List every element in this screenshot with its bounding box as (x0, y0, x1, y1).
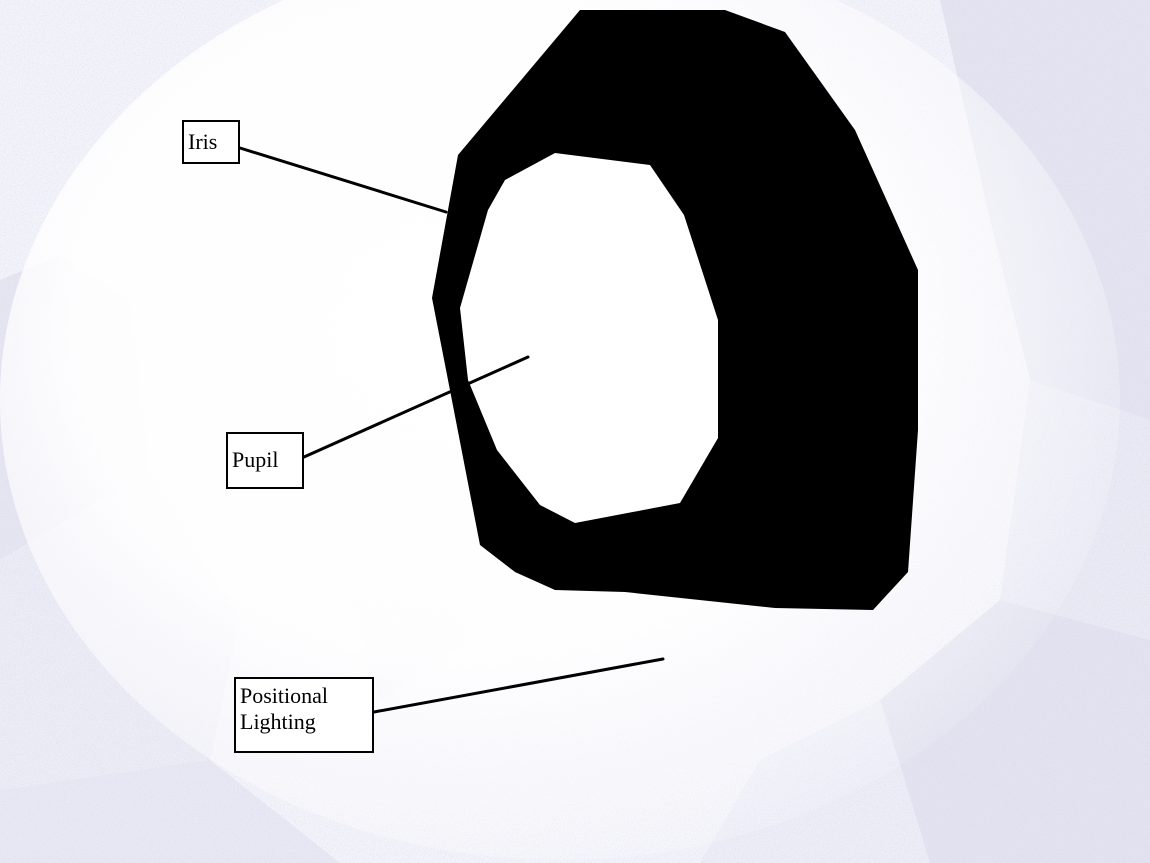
pupil-label: Pupil (226, 432, 304, 489)
iris-label: Iris (182, 120, 240, 164)
positional-lighting-label: Positional Lighting (234, 677, 374, 753)
